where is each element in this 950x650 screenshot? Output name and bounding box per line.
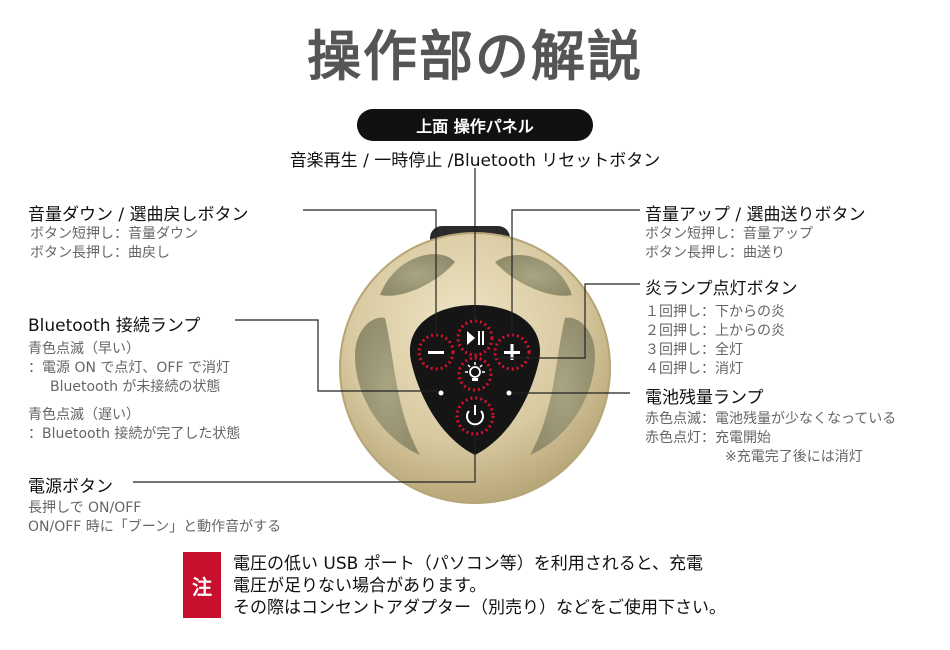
bluetooth-lamp bbox=[438, 390, 444, 396]
volume-up-desc-2: ボタン長押し：曲送り bbox=[645, 245, 785, 261]
play-pause-label: 音楽再生 / 一時停止 /Bluetooth リセットボタン bbox=[289, 151, 661, 171]
power-desc-2: ON/OFF 時に「ブーン」と動作音がする bbox=[28, 519, 282, 535]
leader-flame bbox=[492, 283, 640, 359]
volume-up-label: 音量アップ / 選曲送りボタン bbox=[645, 205, 866, 225]
note-text: 電圧の低い USB ポート（パソコン等）を利用されると、充電 電圧が足りない場合… bbox=[233, 553, 726, 619]
volume-up-desc-1: ボタン短押し：音量アップ bbox=[645, 226, 813, 242]
volume-down-label: 音量ダウン / 選曲戻しボタン bbox=[28, 205, 249, 225]
bluetooth-section: Bluetooth 接続ランプ 青色点滅（早い） ：電源 ON で点灯、OFF … bbox=[28, 311, 240, 444]
battery-label: 電池残量ランプ bbox=[645, 388, 764, 408]
battery-section: 電池残量ランプ 赤色点滅：電池残量が少なくなっている 赤色点灯：充電開始 ※充電… bbox=[645, 383, 896, 467]
power-section: 電源ボタン 長押しで ON/OFF ON/OFF 時に「ブーン」と動作音がする bbox=[28, 472, 281, 537]
flame-section: 炎ランプ点灯ボタン １回押し：下からの炎 ２回押し：上からの炎 ３回押し：全灯 … bbox=[645, 274, 798, 379]
bluetooth-desc-4: 青色点滅（遅い） bbox=[28, 407, 140, 423]
volume-up-button bbox=[493, 333, 531, 371]
volume-down-section: 音量ダウン / 選曲戻しボタン ボタン短押し：音量ダウン ボタン長押し：曲戻し bbox=[28, 200, 249, 263]
note-line-1: 電圧の低い USB ポート（パソコン等）を利用されると、充電 bbox=[233, 554, 704, 574]
power-button bbox=[455, 396, 495, 436]
battery-desc-1: 赤色点滅：電池残量が少なくなっている bbox=[645, 411, 897, 427]
bluetooth-desc-2: ：電源 ON で点灯、OFF で消灯 bbox=[28, 360, 230, 376]
power-desc-1: 長押しで ON/OFF bbox=[28, 500, 142, 516]
note-line-2: 電圧が足りない場合があります。 bbox=[233, 576, 487, 596]
vent-right bbox=[530, 317, 595, 455]
flame-lamp-button bbox=[457, 356, 493, 392]
volume-down-desc-1: ボタン短押し：音量ダウン bbox=[30, 226, 198, 242]
battery-desc-3: ※充電完了後には消灯 bbox=[725, 449, 863, 465]
leader-bluetooth bbox=[235, 319, 438, 392]
flame-label: 炎ランプ点灯ボタン bbox=[645, 279, 798, 299]
play-pause-button bbox=[456, 319, 494, 357]
note-badge: 注 bbox=[183, 552, 221, 618]
note-line-3: その際はコンセントアダプター（別売り）などをご使用下さい。 bbox=[233, 598, 726, 618]
leader-volume-down bbox=[303, 209, 437, 335]
page-title: 操作部の解説 bbox=[307, 25, 643, 88]
bluetooth-desc-3: Bluetooth が未接続の状態 bbox=[50, 379, 221, 395]
bluetooth-desc-5: ：Bluetooth 接続が完了した状態 bbox=[28, 426, 241, 442]
flame-desc-3: ３回押し：全灯 bbox=[645, 342, 743, 358]
vent-left bbox=[355, 317, 420, 455]
vent-top-right bbox=[495, 254, 572, 296]
bluetooth-desc-1: 青色点滅（早い） bbox=[28, 341, 140, 357]
flame-desc-1: １回押し：下からの炎 bbox=[645, 304, 785, 320]
panel-label: 上面 操作パネル bbox=[357, 109, 593, 141]
volume-down-desc-2: ボタン長押し：曲戻し bbox=[30, 245, 170, 261]
flame-desc-4: ４回押し：消灯 bbox=[645, 361, 743, 377]
leader-power bbox=[133, 434, 476, 483]
battery-lamp bbox=[506, 390, 512, 396]
leader-volume-up bbox=[511, 209, 640, 335]
battery-desc-2: 赤色点灯：充電開始 bbox=[645, 430, 771, 446]
volume-down-button bbox=[417, 333, 455, 371]
volume-up-section: 音量アップ / 選曲送りボタン ボタン短押し：音量アップ ボタン長押し：曲送り bbox=[645, 200, 866, 263]
power-label: 電源ボタン bbox=[28, 477, 113, 497]
flame-desc-2: ２回押し：上からの炎 bbox=[645, 323, 785, 339]
bluetooth-label: Bluetooth 接続ランプ bbox=[28, 316, 201, 336]
